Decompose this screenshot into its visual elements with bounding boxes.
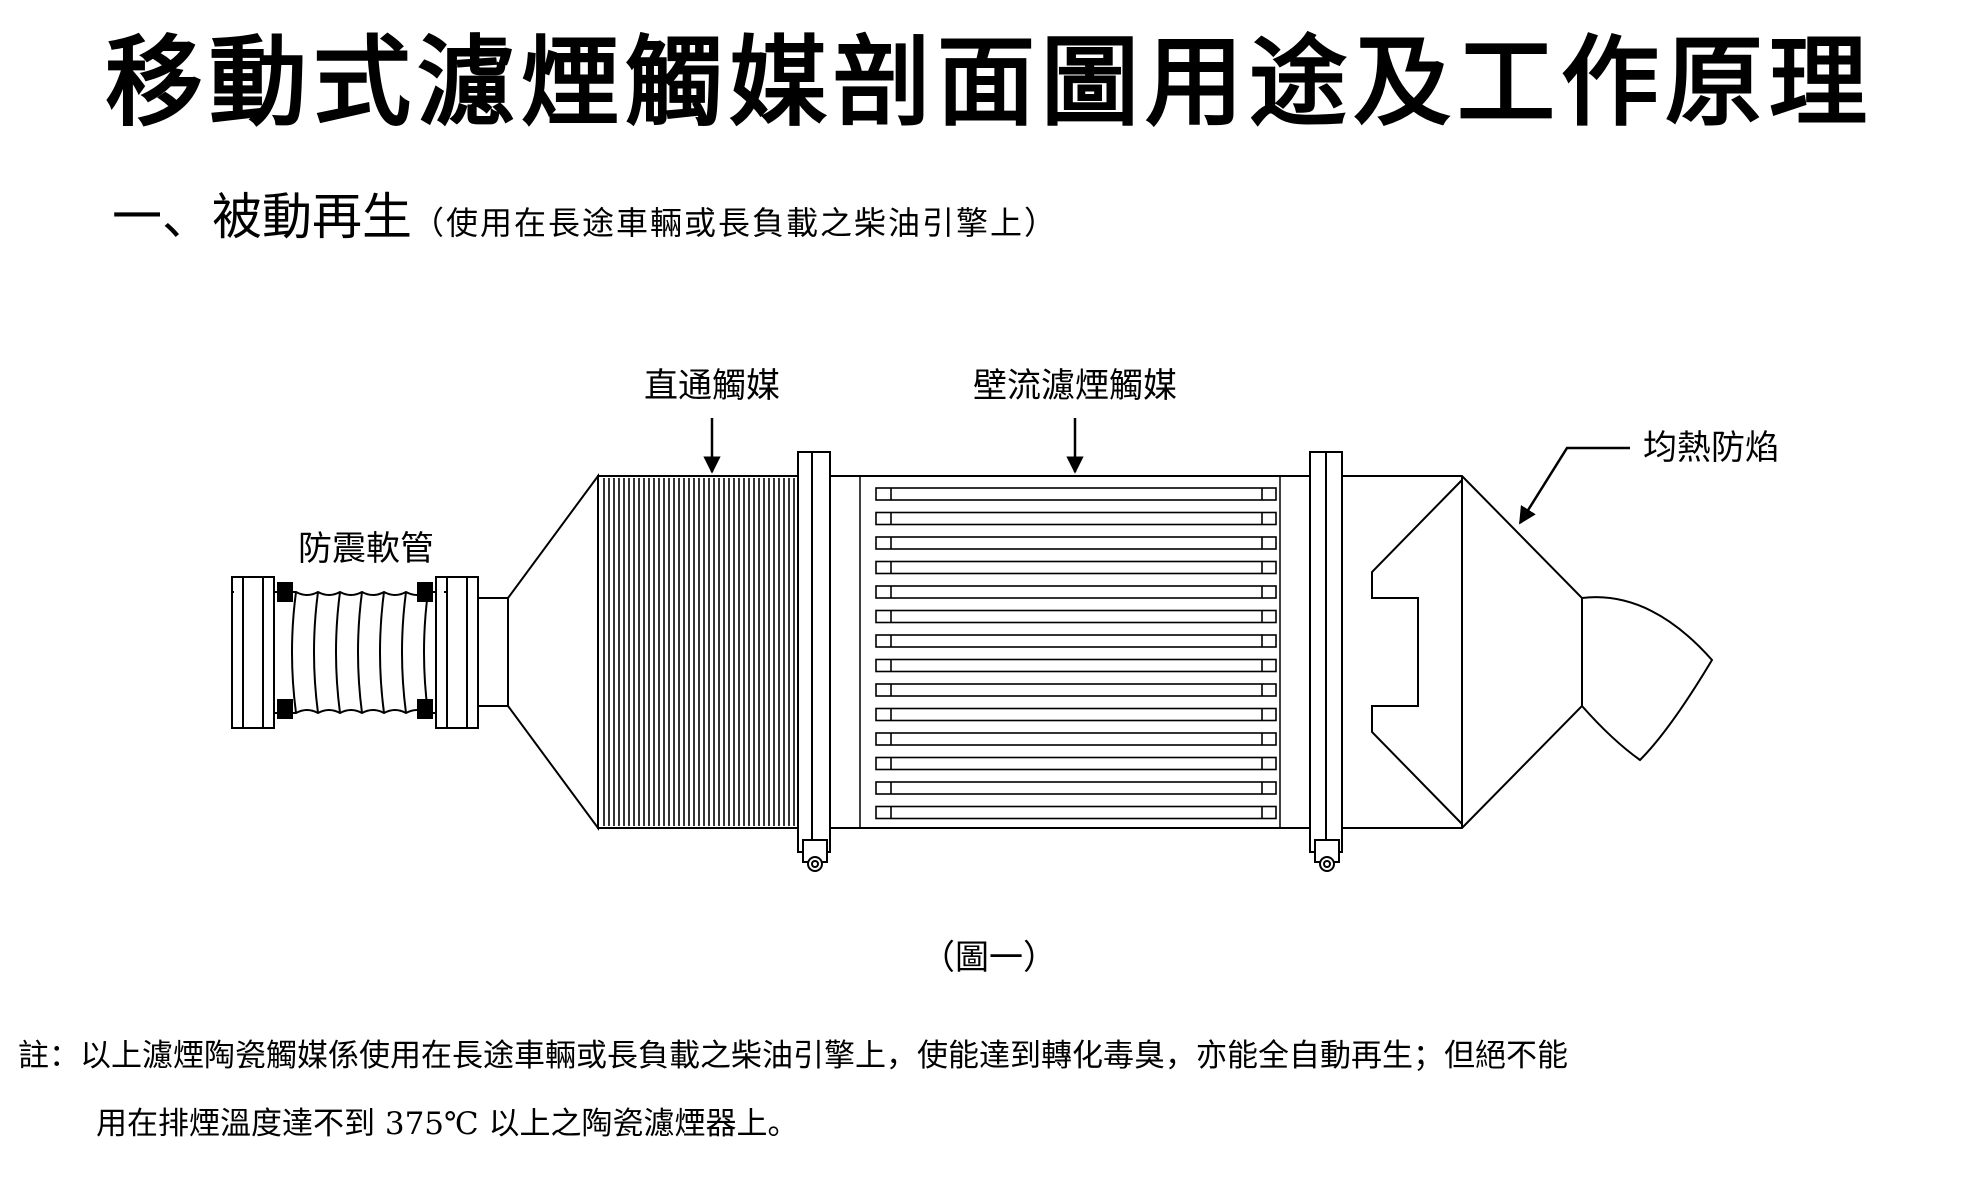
heat-flame-arrester	[1341, 475, 1714, 829]
label-heat-flame: 均熱防焰	[1643, 428, 1779, 468]
label-flex-pipe: 防震軟管	[298, 529, 434, 569]
bellows-top	[274, 590, 436, 596]
section-heading-text: 一、被動再生	[112, 188, 412, 246]
footnote-line-2: 用在排煙溫度達不到 375℃ 以上之陶瓷濾煙器上。	[96, 1106, 799, 1142]
filter-channel	[875, 585, 1277, 599]
catalyst-cross-section-diagram: 直通觸媒 壁流濾煙觸媒 均熱防焰 防震軟管	[231, 366, 1779, 872]
right-flange	[435, 576, 479, 729]
filter-channel	[875, 560, 1277, 575]
filter-channel	[875, 756, 1277, 771]
straight-catalyst-body	[597, 475, 799, 829]
bolt-nut	[277, 582, 293, 602]
filter-channel	[875, 634, 1277, 648]
filter-channel	[875, 805, 1277, 820]
section-subtitle: （使用在長途車輛或長負載之柴油引擎上）	[412, 204, 1059, 242]
filter-channel	[875, 487, 1277, 501]
bolt-nut	[417, 582, 433, 602]
footnote: 註：以上濾煙陶瓷觸媒係使用在長途車輛或長負載之柴油引擎上，使能達到轉化毒臭，亦能…	[18, 1022, 1968, 1158]
filter-channel	[875, 707, 1277, 722]
filter-channel	[875, 511, 1277, 526]
page-title: 移動式濾煙觸媒剖面圖用途及工作原理	[104, 26, 1873, 140]
exhaust-outlet	[1581, 596, 1714, 762]
label-straight-catalyst: 直通觸媒	[644, 366, 780, 406]
right-clamp-flange	[1309, 451, 1343, 872]
filter-channel	[875, 683, 1277, 697]
inlet-pipe	[477, 597, 509, 707]
inlet-cone	[507, 472, 599, 832]
label-wall-flow-catalyst: 壁流濾煙觸媒	[973, 366, 1177, 406]
left-flange	[231, 576, 275, 729]
filter-channel	[875, 609, 1277, 624]
arrow-heat-flame	[1518, 446, 1630, 525]
bellows-corrugations	[291, 591, 429, 714]
footnote-line-1: 註：以上濾煙陶瓷觸媒係使用在長途車輛或長負載之柴油引擎上，使能達到轉化毒臭，亦能…	[18, 1038, 1568, 1074]
wall-flow-catalyst-body	[829, 475, 1311, 829]
bolt-nut	[277, 699, 293, 719]
figure-caption: （圖一）	[921, 938, 1057, 978]
bellows-bottom	[274, 709, 436, 715]
filter-channel	[875, 781, 1277, 795]
section-heading: 一、被動再生（使用在長途車輛或長負載之柴油引擎上）	[112, 182, 1058, 258]
bolt-nut	[417, 699, 433, 719]
filter-channel	[875, 732, 1277, 746]
left-clamp-flange	[797, 451, 831, 872]
filter-channel	[875, 658, 1277, 673]
filter-channel	[875, 536, 1277, 550]
flex-pipe-assembly	[231, 576, 509, 729]
